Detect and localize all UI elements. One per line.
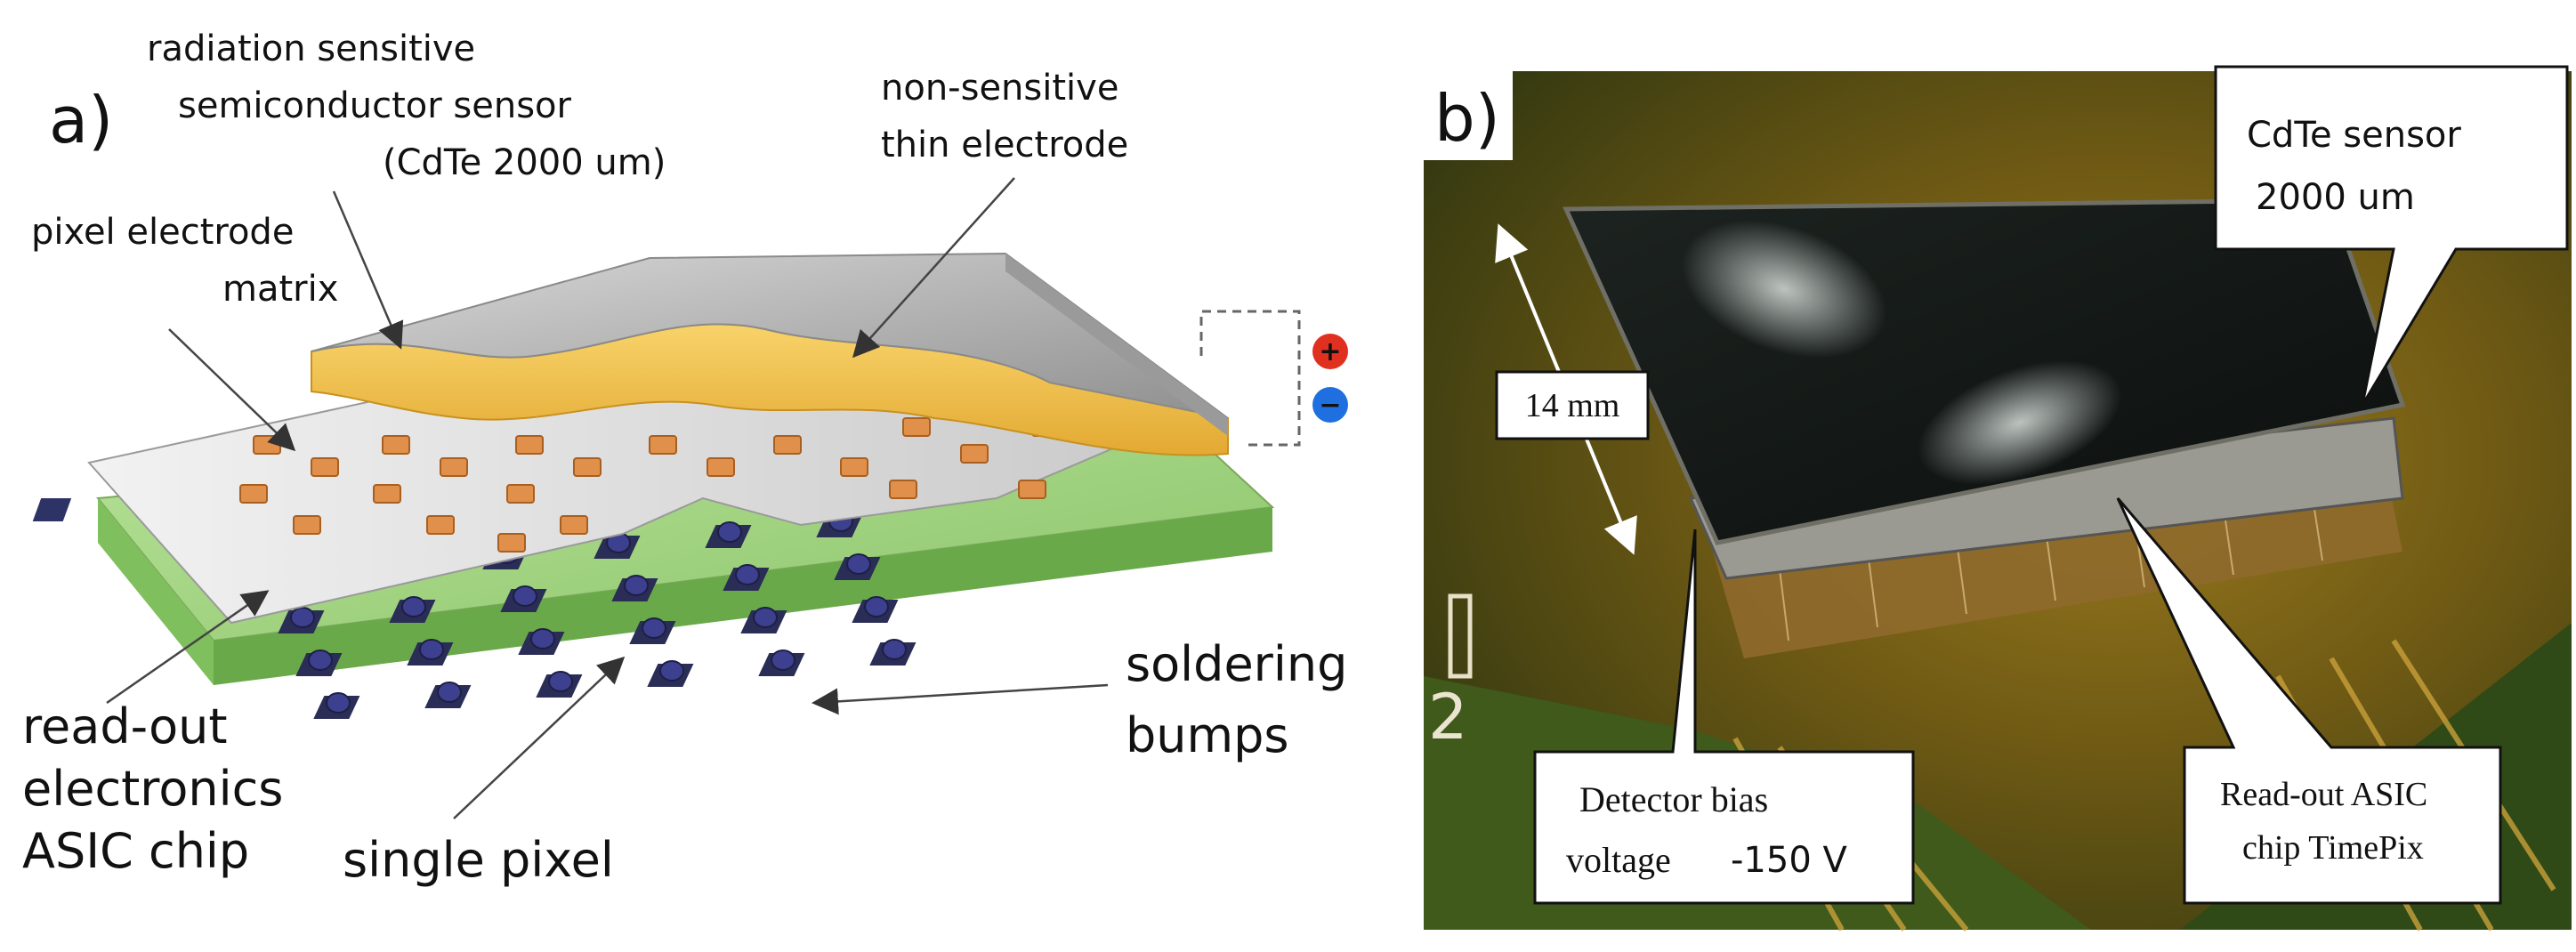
solder-bump <box>407 639 454 666</box>
solder-bump <box>389 596 436 623</box>
callout-bias <box>1533 528 1915 905</box>
solder-bump <box>869 639 917 666</box>
label-single-pixel: single pixel <box>343 832 614 888</box>
solder-bump <box>647 660 694 687</box>
asic-chip-side <box>214 507 1272 685</box>
callout-sensor-line2: 2000 um <box>2256 177 2415 218</box>
pixel-pad <box>1018 480 1046 499</box>
board-marking: 2 <box>1428 681 1468 754</box>
pixel-pad <box>426 515 455 535</box>
leader-pixel <box>453 656 626 819</box>
minus-terminal-icon <box>1312 387 1348 423</box>
solder-bump <box>518 628 565 655</box>
pixel-pad <box>239 484 268 504</box>
callout-asic <box>2116 497 2502 905</box>
label-sensor-1: radiation sensitive <box>147 28 475 69</box>
pixel-pad <box>889 480 917 499</box>
minus-sign: − <box>1319 390 1341 421</box>
label-soldering-2: bumps <box>1126 707 1289 763</box>
top-electrode-side <box>1005 254 1228 436</box>
leader-lines <box>106 177 1109 819</box>
pixel-pad <box>560 515 588 535</box>
solder-bump <box>705 521 752 548</box>
sensor-glare-right <box>1918 360 2122 485</box>
solder-bump <box>278 607 325 633</box>
pixel-pad <box>773 435 802 455</box>
panel-a-letter: a) <box>49 83 113 157</box>
callout-asic-line2: chip TimePix <box>2242 829 2424 867</box>
solder-bump <box>834 553 881 580</box>
dimension-label: 14 mm <box>1525 387 1620 424</box>
plus-terminal-icon <box>1312 334 1348 369</box>
label-readout-3: ASIC chip <box>22 823 249 879</box>
leader-matrix <box>168 328 296 452</box>
callout-asic-line1: Read-out ASIC <box>2220 776 2427 813</box>
callout-bias-value: -150 V <box>1731 840 1847 881</box>
callout-bias-line2: voltage <box>1566 840 1671 880</box>
plus-sign: + <box>1319 336 1341 367</box>
solder-bump <box>313 692 360 719</box>
leader-soldering <box>812 683 1109 715</box>
pixel-pad <box>707 457 735 477</box>
panel-b-letter-box <box>1424 71 1513 160</box>
pixel-pad <box>573 457 602 477</box>
bond-wire-strands <box>1779 503 2323 641</box>
panel-b-letter: b) <box>1434 81 1500 156</box>
pixel-pad <box>293 515 321 535</box>
solder-bump <box>629 617 676 644</box>
callout-sensor-line1: CdTe sensor <box>2247 115 2461 156</box>
pixel-pads <box>239 417 1060 553</box>
solder-bump <box>611 575 658 601</box>
label-readout-2: electronics <box>22 761 283 817</box>
label-sensor-3: (CdTe 2000 um) <box>383 142 666 183</box>
pixel-pad <box>373 484 401 504</box>
bias-circuit: + − <box>1199 310 1348 447</box>
pixel-pad <box>902 417 931 437</box>
pixel-pad <box>506 484 535 504</box>
leader-sensor <box>332 190 404 350</box>
solder-bump <box>295 649 343 676</box>
callout-sensor <box>2214 65 2569 406</box>
dimension-box <box>1495 370 1650 440</box>
leader-electrode <box>852 177 1015 359</box>
leader-readout <box>106 590 270 705</box>
pixel-pad <box>649 435 677 455</box>
label-matrix-2: matrix <box>222 269 338 310</box>
solder-bump <box>424 682 472 708</box>
top-electrode <box>311 252 1229 419</box>
solder-bump <box>723 564 770 591</box>
bias-wire <box>1199 310 1301 447</box>
panel-a: a) + − <box>22 28 1348 888</box>
label-electrode-2: thin electrode <box>881 125 1128 165</box>
label-readout-1: read-out <box>22 698 228 754</box>
label-electrode-1: non-sensitive <box>881 68 1118 109</box>
pixel-pad <box>253 435 281 455</box>
pixel-pad <box>960 444 989 464</box>
solder-bump <box>500 585 547 612</box>
asic-chip-front <box>98 498 214 685</box>
pixel-pad <box>311 457 339 477</box>
label-sensor-2: semiconductor sensor <box>178 85 572 126</box>
pixel-pad <box>515 435 544 455</box>
callout-bias-line1: Detector bias <box>1579 779 1768 819</box>
solder-bump <box>536 671 583 698</box>
pixel-pad <box>497 533 526 553</box>
solder-bump <box>740 607 787 633</box>
solder-bump <box>758 649 805 676</box>
label-soldering-1: soldering <box>1126 636 1347 692</box>
bump <box>32 498 72 521</box>
pixel-pad <box>382 435 410 455</box>
sensor-glare-left <box>1681 220 1887 359</box>
board-marking-box <box>1448 593 1473 679</box>
solder-bump <box>852 596 899 623</box>
pixel-pad <box>440 457 468 477</box>
panel-b: 2 14 mm CdTe sensor 2000 um Detector bia… <box>1424 65 2572 932</box>
label-matrix-1: pixel electrode <box>31 212 294 253</box>
pixel-pad <box>840 457 868 477</box>
